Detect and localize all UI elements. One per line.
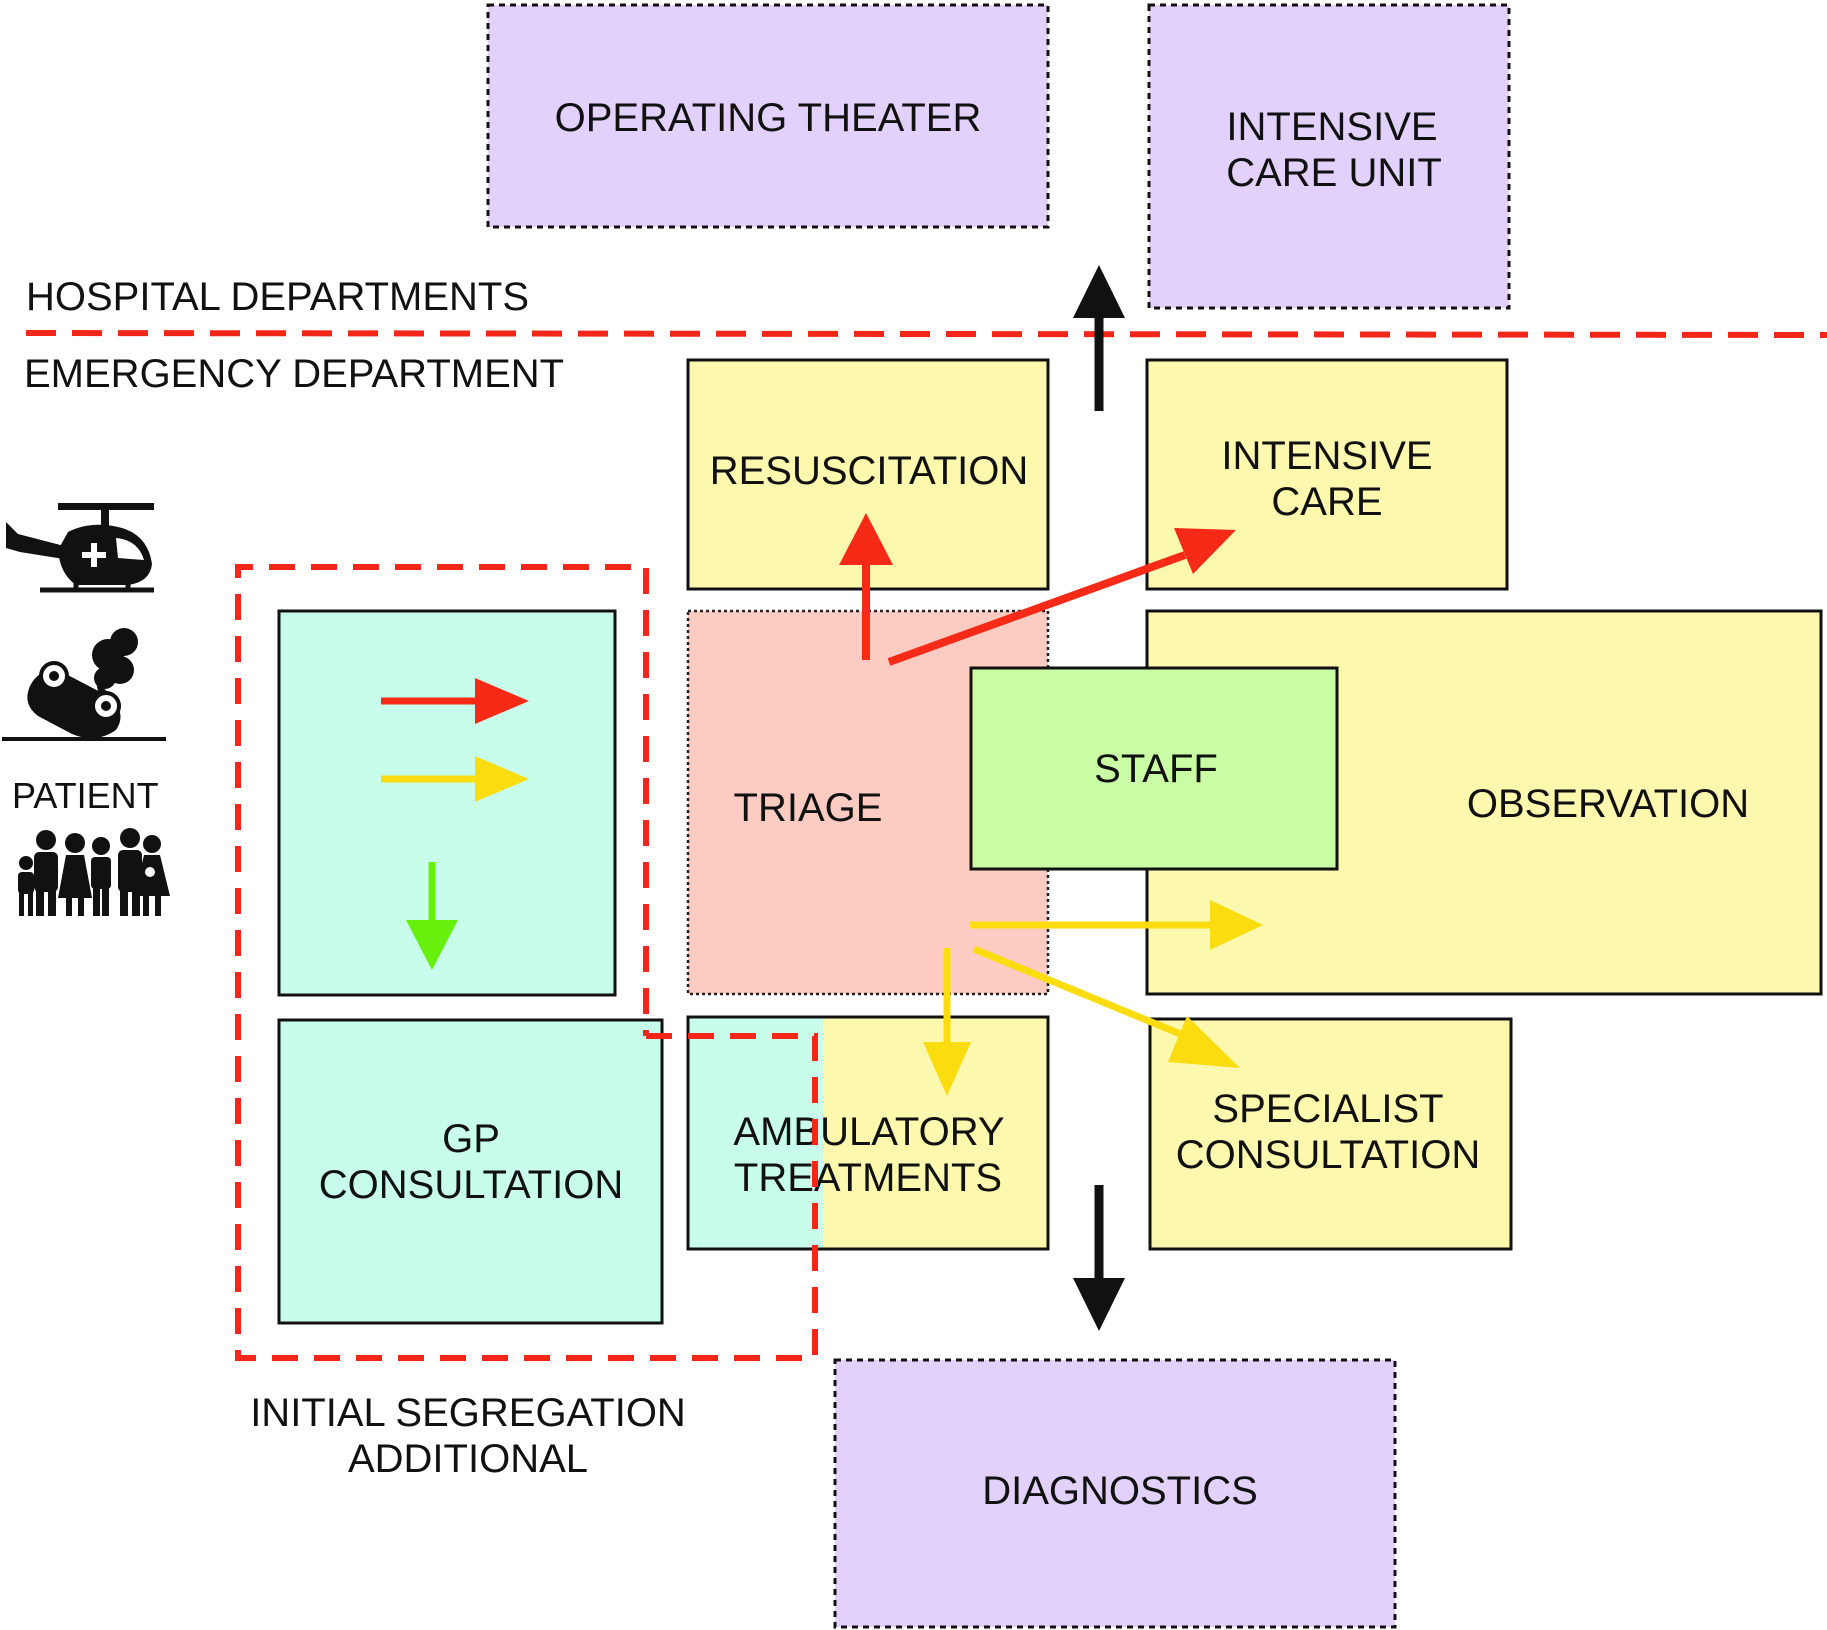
arrow-triage-to-intensive-care: [887, 528, 1236, 666]
intensive-care-unit-box: INTENSIVE CARE UNIT: [1147, 3, 1511, 310]
intensive-care-label-line2: CARE: [1271, 480, 1382, 524]
initial-segregation-label: INITIAL SEGREGATION: [250, 1391, 686, 1435]
patient-label: PATIENT: [12, 775, 159, 816]
legend-green-arrow: [406, 862, 458, 970]
gp-consultation-label-line2: CONSULTATION: [319, 1163, 623, 1207]
intensive-care-unit-label-line2: CARE UNIT: [1226, 151, 1442, 195]
staff-label: STAFF: [1094, 747, 1218, 791]
car-crash-icon: [2, 628, 166, 741]
ambulatory-treatments-label-line2: TREATMENTS: [734, 1156, 1002, 1200]
helicopter-ambulance-icon: [6, 503, 154, 593]
legend-yellow-arrow: [381, 756, 529, 802]
triage-label: TRIAGE: [734, 786, 883, 830]
staff-box: STAFF: [969, 666, 1339, 871]
ambulatory-treatments-label-line1: AMBULATORY: [733, 1110, 1004, 1154]
specialist-consultation-label-line2: CONSULTATION: [1176, 1133, 1480, 1177]
intensive-care-unit-label-line1: INTENSIVE: [1226, 105, 1437, 149]
diagnostics-box: DIAGNOSTICS: [833, 1358, 1397, 1629]
arrow-triage-to-observation: [970, 900, 1263, 950]
hospital-departments-label: HOSPITAL DEPARTMENTS: [26, 275, 529, 319]
department-boundary-line: [25, 330, 1827, 338]
emergency-department-label: EMERGENCY DEPARTMENT: [24, 352, 564, 396]
arrow-to-diagnostics: [1073, 1185, 1125, 1331]
arrow-triage-to-specialist: [972, 945, 1240, 1068]
arrow-triage-to-resuscitation: [839, 513, 893, 660]
ambulatory-treatments-box: AMBULATORY TREATMENTS: [686, 1015, 1050, 1251]
diagnostics-label: DIAGNOSTICS: [982, 1469, 1258, 1513]
arrow-triage-to-ambulatory: [923, 948, 971, 1096]
operating-theater-label: OPERATING THEATER: [555, 96, 982, 140]
gp-consultation-label-line1: GP: [442, 1117, 500, 1161]
arrow-to-hospital-departments: [1073, 265, 1125, 411]
legend-red-arrow: [381, 678, 529, 724]
gp-consultation-box: GP CONSULTATION: [277, 1018, 664, 1325]
specialist-consultation-label-line1: SPECIALIST: [1212, 1087, 1443, 1131]
intensive-care-label-line1: INTENSIVE: [1221, 434, 1432, 478]
operating-theater-box: OPERATING THEATER: [486, 3, 1050, 229]
additional-label: ADDITIONAL: [348, 1437, 588, 1481]
observation-label: OBSERVATION: [1467, 782, 1749, 826]
family-icon: [18, 828, 170, 916]
resuscitation-label: RESUSCITATION: [710, 449, 1029, 493]
initial-segregation-boundary: [235, 564, 818, 1361]
